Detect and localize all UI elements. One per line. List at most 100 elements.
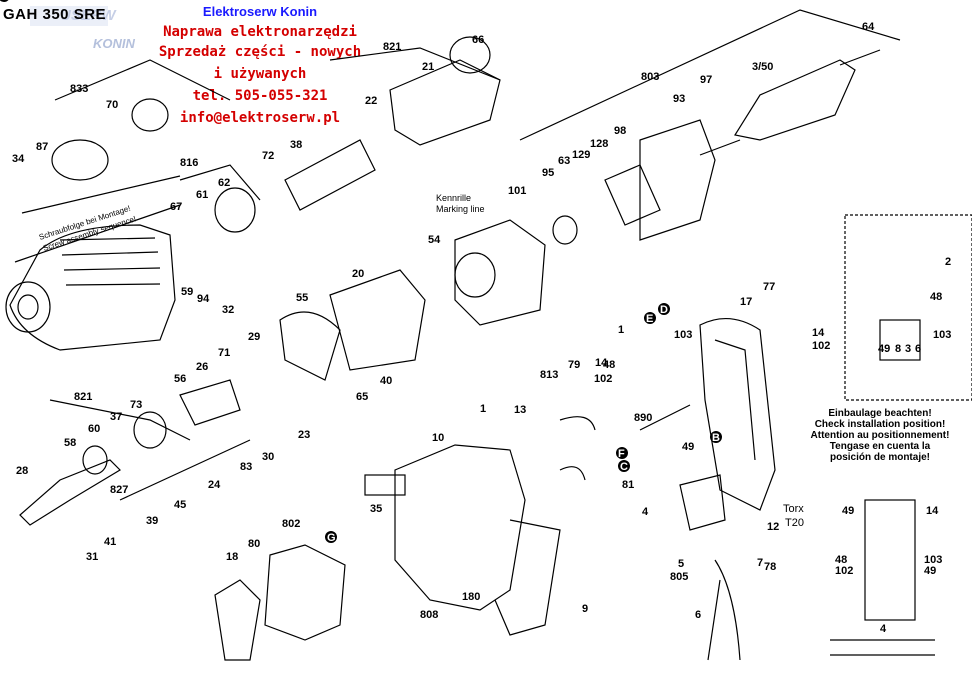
part-number-label: 63: [558, 155, 570, 167]
part-number-label: F: [618, 448, 625, 460]
part-number-label: 4: [642, 506, 649, 518]
part-number-label: 12: [767, 521, 779, 533]
part-number-label: 78: [764, 561, 776, 573]
part-number-label: 8: [895, 343, 901, 355]
switch-wiring: [559, 404, 741, 661]
part-number-label: 101: [508, 185, 526, 197]
part-number-label: D: [660, 304, 668, 316]
part-number-label: A: [0, 0, 8, 3]
part-number-label: 97: [700, 74, 712, 86]
part-number-label: E: [646, 313, 653, 325]
part-letter-badge: [325, 531, 337, 543]
part-number-label: 7: [757, 557, 763, 569]
part-letter-badge: [616, 447, 628, 459]
part-number-label: 129: [572, 149, 590, 161]
note-line-de: Einbaulage beachten!: [828, 408, 932, 419]
bearing-housing: [454, 219, 546, 326]
part-number-label: 102: [835, 565, 853, 577]
part-letter-badge: [710, 431, 722, 443]
part-number-label: 17: [740, 296, 752, 308]
part-number-label: 816: [180, 157, 198, 169]
part-letter-badge: [0, 0, 9, 2]
spindle-parts: [51, 36, 501, 233]
part-number-label: 14: [926, 505, 939, 517]
part-number-label: 64: [862, 21, 875, 33]
ad-line-repair: Naprawa elektronarzędzi: [163, 24, 357, 40]
part-number-label: 48: [835, 554, 847, 566]
handle: [699, 317, 776, 511]
part-number-label: 14: [812, 327, 825, 339]
part-number-label: 62: [218, 177, 230, 189]
part-number-label: 49: [878, 343, 890, 355]
part-number-label: 890: [634, 412, 652, 424]
ad-company-name: Elektroserw Konin: [202, 4, 318, 19]
part-number-label: 48: [603, 359, 615, 371]
part-number-label: 103: [924, 554, 942, 566]
part-number-label: G: [327, 532, 336, 544]
part-number-label: 70: [106, 99, 118, 111]
intermediate-flange: [279, 269, 426, 381]
part-number-label: 22: [365, 95, 377, 107]
part-number-label: 1: [480, 403, 486, 415]
part-number-label: 821: [74, 391, 92, 403]
fan-and-plate: [552, 119, 716, 245]
part-number-label: 833: [70, 83, 88, 95]
part-number-label: 49: [842, 505, 854, 517]
part-number-label: C: [620, 461, 628, 473]
note-line-en: Check installation position!: [814, 419, 946, 430]
part-number-label: 3/50: [752, 61, 773, 73]
part-number-label: 71: [218, 347, 230, 359]
part-number-label: 4: [880, 623, 887, 635]
part-number-label: 39: [146, 515, 158, 527]
part-number-label: 66: [472, 34, 484, 46]
part-number-label: 3: [905, 343, 911, 355]
part-number-label: 23: [298, 429, 310, 441]
part-number-label: 73: [130, 399, 142, 411]
ad-line-phone: tel. 505-055-321: [192, 88, 328, 104]
part-number-label: 180: [462, 591, 480, 603]
part-number-label: 821: [383, 41, 401, 53]
watermark-brand: USERW: [60, 7, 116, 24]
wiring-panel: [830, 214, 972, 656]
part-number-label: 805: [670, 571, 688, 583]
part-number-label: 58: [64, 437, 76, 449]
part-number-label: 59: [181, 286, 193, 298]
torx-size: T20: [785, 517, 804, 529]
part-number-label: 24: [208, 479, 221, 491]
ad-line-used: i używanych: [213, 66, 307, 82]
part-number-label: 94: [197, 293, 210, 305]
part-number-label: 827: [110, 484, 128, 496]
part-number-label: 49: [924, 565, 936, 577]
part-number-label: 65: [356, 391, 368, 403]
lower-spindle: [19, 379, 251, 526]
install-position-note: Einbaulage beachten! Check installation …: [810, 408, 950, 463]
part-number-label: 40: [380, 375, 392, 387]
ad-line-sales: Sprzedaż części - nowych: [158, 44, 362, 60]
part-number-label: 2: [945, 256, 951, 268]
note-line-fr: Attention au positionnement!: [810, 430, 950, 441]
part-number-label: 67: [170, 201, 182, 213]
bracket-lines: [14, 9, 901, 441]
stator: [214, 544, 346, 661]
part-number-label: 13: [514, 404, 526, 416]
part-number-label: 55: [296, 292, 308, 304]
part-number-label: 60: [88, 423, 100, 435]
part-number-label: 9: [582, 603, 588, 615]
part-number-label: 26: [196, 361, 208, 373]
part-letter-badge: [644, 312, 656, 324]
part-number-label: 102: [812, 340, 830, 352]
part-number-label: 87: [36, 141, 48, 153]
marking-line-en: Marking line: [436, 204, 485, 214]
part-number-label: 102: [594, 373, 612, 385]
part-number-label: 95: [542, 167, 554, 179]
part-number-label: 14: [595, 357, 608, 369]
part-number-label: 81: [622, 479, 634, 491]
part-number-label: 103: [674, 329, 692, 341]
part-number-label: 18: [226, 551, 238, 563]
part-number-label: 54: [428, 234, 441, 246]
part-number-label: 813: [540, 369, 558, 381]
part-number-label: 34: [12, 153, 25, 165]
part-number-label: 98: [614, 125, 626, 137]
part-number-label: 35: [370, 503, 382, 515]
